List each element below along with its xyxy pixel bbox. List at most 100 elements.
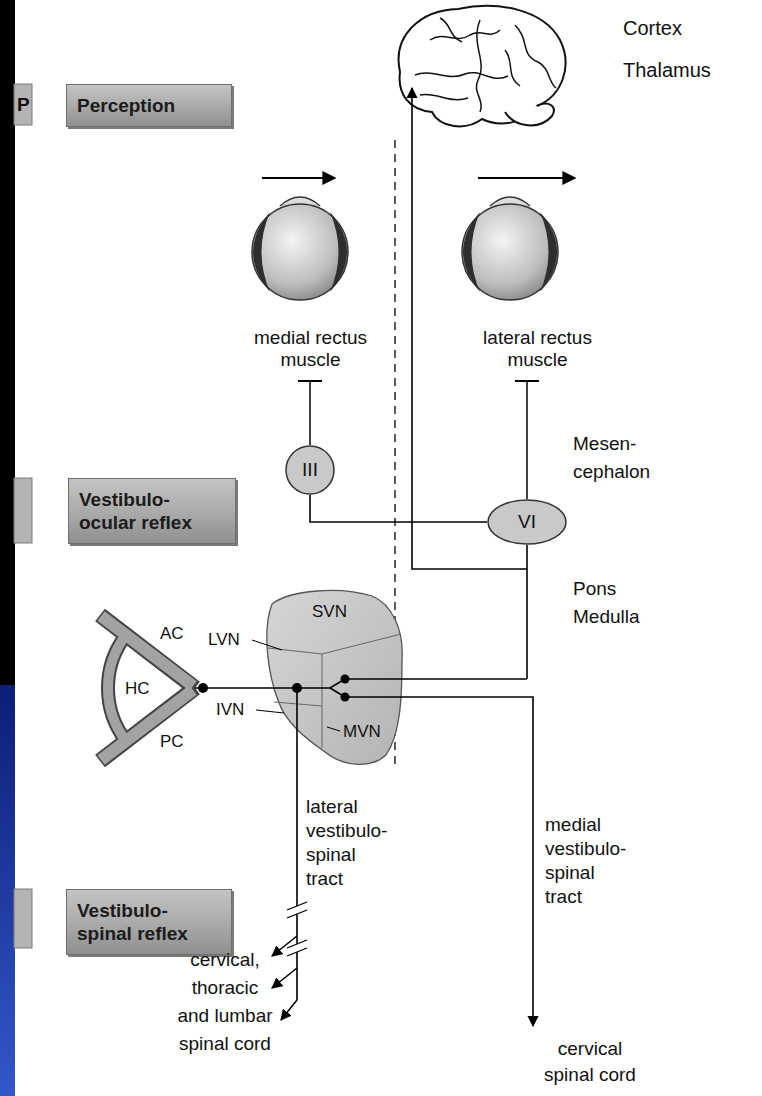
break-gap xyxy=(287,940,307,956)
banner-fragment xyxy=(14,84,32,125)
canal-label-box: PC xyxy=(160,732,184,752)
eye-muscle xyxy=(540,212,557,292)
region-label-box: Pons Medulla xyxy=(573,575,658,631)
nucleus-ellipse: VI xyxy=(487,499,567,545)
banner-fragment xyxy=(14,478,32,543)
canal-outline xyxy=(108,635,126,741)
nucleus-division xyxy=(322,654,323,748)
region-label-box: Thalamus xyxy=(623,58,711,82)
ascending-tract xyxy=(526,545,528,679)
motor-endplate xyxy=(298,380,322,382)
nucleus-name: VI xyxy=(518,511,536,533)
banner-fragment-text: P xyxy=(17,93,30,116)
nucleus-label-box: MVN xyxy=(343,722,381,742)
nerve-connector xyxy=(310,495,487,522)
break-gap xyxy=(287,902,307,918)
canal-label: AC xyxy=(160,624,184,644)
synapse-dot xyxy=(341,693,350,702)
region-label-box: Cortex xyxy=(623,16,682,40)
brain-outline xyxy=(399,6,566,127)
region-label: Thalamus xyxy=(623,58,711,82)
nucleus-name: III xyxy=(302,459,318,481)
muscle-label: medial rectus muscle xyxy=(248,327,373,371)
vestibular-pathways xyxy=(195,88,533,1026)
nucleus-division xyxy=(274,702,322,706)
canal-drawing xyxy=(100,615,195,761)
muscle-label-box: medial rectus muscle xyxy=(248,327,373,371)
brain-sulcus xyxy=(515,25,556,88)
nucleus-complex xyxy=(252,590,402,764)
leader-line xyxy=(252,640,282,650)
section-banner: Perception xyxy=(66,84,232,127)
brain-sulcus xyxy=(420,95,468,100)
lateral-tract-branch xyxy=(272,968,297,988)
canal-label: HC xyxy=(125,679,150,699)
nucleus-outline xyxy=(267,590,402,764)
leader-line xyxy=(256,710,284,713)
banner-title: Vestibulo- spinal reflex xyxy=(77,899,209,945)
section-banner: Vestibulo- ocular reflex xyxy=(68,478,236,544)
synapse-dots xyxy=(198,675,350,702)
edge-strip xyxy=(0,0,15,685)
target-label: cervical spinal cord xyxy=(535,1036,645,1088)
target-label: cervical, thoracic and lumbar spinal cor… xyxy=(175,946,275,1058)
leader-line xyxy=(327,727,340,731)
eye-muscle xyxy=(463,212,480,292)
canal-label-box: HC xyxy=(125,679,150,699)
ganglion-dot xyxy=(198,683,208,693)
region-label: Cortex xyxy=(623,16,682,40)
brain-sulcus xyxy=(415,73,508,79)
nerve-line xyxy=(526,381,528,499)
nucleus-label-box: SVN xyxy=(312,602,347,622)
nucleus-label-box: LVN xyxy=(208,630,240,650)
break-mark xyxy=(287,948,307,956)
brain-sulcus xyxy=(476,20,481,112)
banner-title: Perception xyxy=(77,94,209,117)
nucleus-division xyxy=(268,634,401,654)
brain-drawing xyxy=(399,6,566,127)
node-shape xyxy=(286,446,334,494)
synapse-dot xyxy=(292,683,302,693)
section-banner: Vestibulo- spinal reflex xyxy=(66,889,232,955)
eyeball xyxy=(462,204,558,300)
eye-drawing xyxy=(252,178,575,300)
tract-label: lateral vestibulo- spinal tract xyxy=(306,795,396,891)
synapse-dot xyxy=(341,675,350,684)
eye-muscle xyxy=(253,212,270,292)
eye-muscle xyxy=(330,212,347,292)
nucleus-label: SVN xyxy=(312,602,347,622)
muscle-label: lateral rectus muscle xyxy=(475,327,600,371)
tract-label-box: medial vestibulo- spinal tract xyxy=(545,813,635,909)
nucleus-label: LVN xyxy=(208,630,240,650)
nucleus-label: MVN xyxy=(343,722,381,742)
banner-fragment xyxy=(14,889,32,948)
target-label-box: cervical, thoracic and lumbar spinal cor… xyxy=(175,946,275,1058)
nucleus-label: IVN xyxy=(216,700,244,720)
muscle-label-box: lateral rectus muscle xyxy=(475,327,600,371)
tract-label: medial vestibulo- spinal tract xyxy=(545,813,635,909)
medial-tract xyxy=(345,697,533,1026)
region-label-box: Mesen- cephalon xyxy=(573,430,663,486)
motor-endplate xyxy=(515,380,539,382)
brain-sulcus xyxy=(505,50,520,86)
nucleus-circle: III xyxy=(285,445,335,495)
region-label: Mesen- cephalon xyxy=(573,430,663,486)
vestibular-nerve xyxy=(195,679,345,697)
brain-sulcus xyxy=(430,30,500,40)
target-label-box: cervical spinal cord xyxy=(535,1036,645,1088)
tract-label-box: lateral vestibulo- spinal tract xyxy=(306,795,396,891)
node-shape xyxy=(488,500,566,544)
ascending-tract xyxy=(345,678,527,680)
eyeball xyxy=(252,204,348,300)
nucleus-label-box: IVN xyxy=(216,700,244,720)
canal-fill xyxy=(108,635,126,741)
canal-label-box: AC xyxy=(160,624,184,644)
movement-arrow xyxy=(262,177,335,179)
motor-nerves xyxy=(298,381,539,499)
brain-sulcus xyxy=(440,18,462,42)
cerebellum xyxy=(505,104,554,126)
break-mark xyxy=(287,910,307,918)
canal-label: PC xyxy=(160,732,184,752)
region-label: Pons Medulla xyxy=(573,575,658,631)
